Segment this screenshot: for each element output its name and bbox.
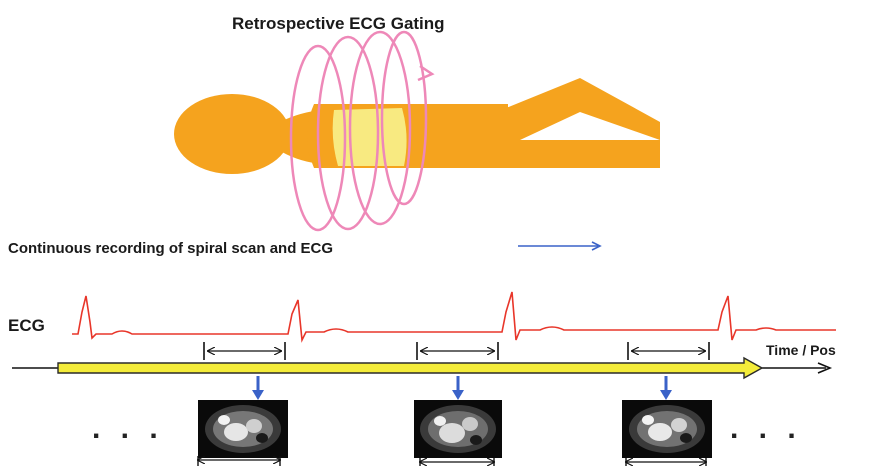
patient-head bbox=[174, 94, 290, 174]
down-arrow-2 bbox=[452, 376, 464, 400]
diagram-title: Retrospective ECG Gating bbox=[232, 14, 445, 34]
patient-figure bbox=[174, 78, 660, 174]
spiral-arrowhead bbox=[418, 66, 432, 80]
ct-slice-1 bbox=[198, 400, 288, 458]
ct-slice-2 bbox=[414, 400, 502, 458]
gating-window-2 bbox=[417, 342, 498, 360]
time-axis-arrow bbox=[58, 358, 762, 378]
patient-knee bbox=[506, 78, 660, 140]
ecg-label: ECG bbox=[8, 316, 45, 336]
gating-window-1 bbox=[204, 342, 285, 360]
slice-width-marker-3 bbox=[626, 458, 706, 466]
time-axis-label: Time / Pos bbox=[766, 342, 836, 358]
slice-width-marker-2 bbox=[420, 458, 494, 466]
time-axis bbox=[12, 358, 830, 378]
ellipsis-right: . . . bbox=[730, 412, 802, 446]
down-arrow-3 bbox=[660, 376, 672, 400]
down-arrow-1 bbox=[252, 376, 264, 400]
gating-window-3 bbox=[628, 342, 709, 360]
ct-slice-3 bbox=[622, 400, 712, 458]
patient-legs bbox=[506, 140, 660, 168]
recording-arrow bbox=[518, 242, 600, 250]
recording-caption: Continuous recording of spiral scan and … bbox=[8, 240, 333, 257]
ellipsis-left: . . . bbox=[92, 412, 164, 446]
ecg-trace bbox=[72, 292, 836, 340]
